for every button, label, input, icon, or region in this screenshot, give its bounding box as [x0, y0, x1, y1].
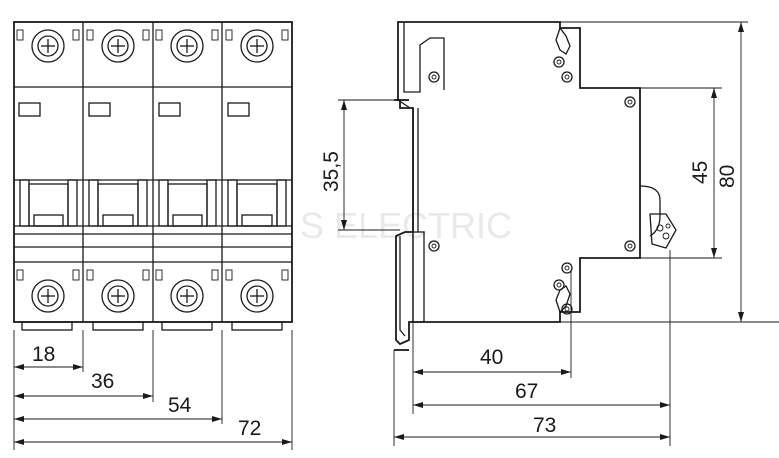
depth-label-total: 73	[533, 414, 556, 437]
side-dimensions: 35,5 45 80 40 67 73	[320, 21, 779, 446]
front-width-dimensions: 18 36 54 72	[13, 330, 293, 450]
depth-label-front: 40	[480, 346, 503, 369]
side-view	[394, 21, 677, 351]
height-label-total: 80	[716, 165, 739, 188]
height-label-front: 45	[689, 161, 712, 184]
bottom-terminal-screws	[16, 269, 289, 313]
width-label-4-pole: 72	[238, 417, 261, 440]
side-screws	[428, 71, 636, 315]
width-label-2-pole: 36	[91, 370, 114, 393]
width-label-3-pole: 54	[168, 394, 192, 417]
front-view	[13, 21, 293, 331]
height-label-rail: 35,5	[320, 151, 343, 192]
watermark-text: S ELECTRIC	[300, 205, 512, 246]
width-label-1-pole: 18	[32, 343, 55, 366]
toggle-levers	[19, 179, 287, 227]
top-terminal-screws	[16, 29, 289, 63]
status-indicator-windows	[18, 102, 250, 117]
depth-label-lever: 67	[515, 380, 538, 403]
din-rail-clips	[21, 321, 283, 331]
